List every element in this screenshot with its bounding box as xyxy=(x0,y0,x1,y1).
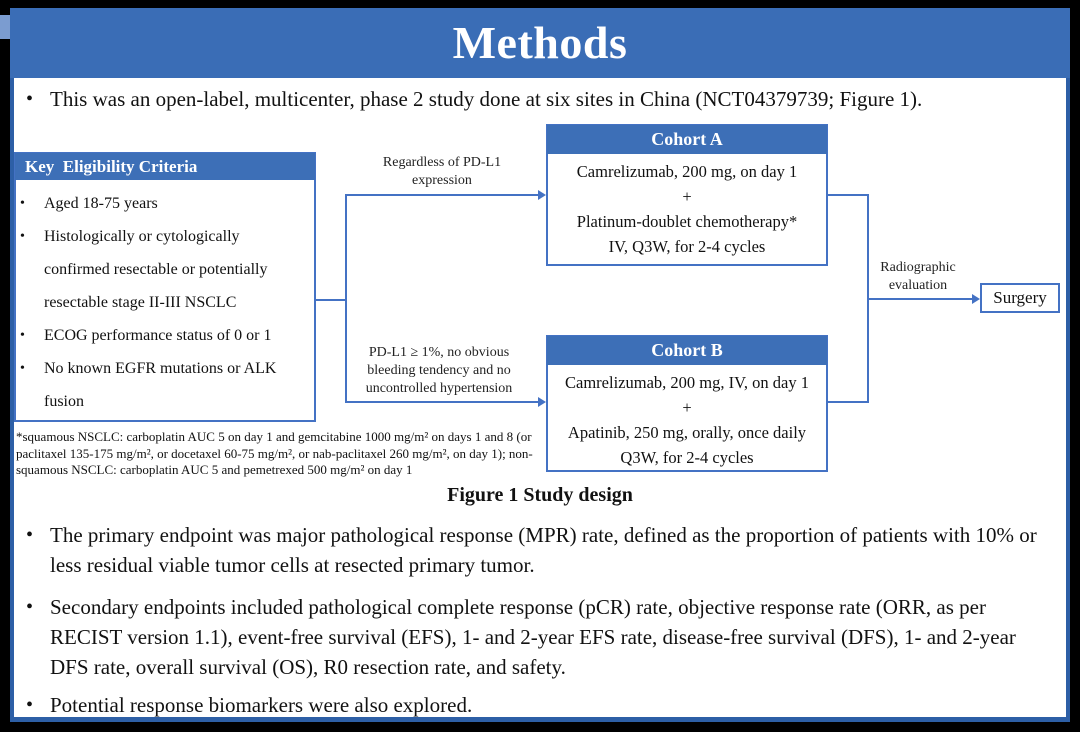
bullet-dot: • xyxy=(26,596,34,618)
surgery-box: Surgery xyxy=(980,283,1060,313)
cohort-a-line: Platinum-doublet chemotherapy* xyxy=(576,212,798,231)
secondary-endpoint-bullet: • Secondary endpoints included pathologi… xyxy=(26,592,1040,682)
connector-line xyxy=(828,401,869,403)
cohort-b-line: + xyxy=(682,398,692,417)
eligibility-item-text: ECOG performance status of 0 or 1 xyxy=(44,327,272,344)
arrowhead-icon xyxy=(972,294,980,304)
arrowhead-icon xyxy=(538,397,546,407)
branch-label-bottom: PD-L1 ≥ 1%, no obvious bleeding tendency… xyxy=(365,345,513,396)
primary-endpoint-text: The primary endpoint was major pathologi… xyxy=(50,523,1037,577)
connector-line xyxy=(345,194,347,403)
bullet-dot: • xyxy=(26,88,34,110)
bullet-dot: • xyxy=(20,229,25,244)
primary-endpoint-bullet: • The primary endpoint was major patholo… xyxy=(26,520,1040,580)
intro-bullet-text: This was an open-label, multicenter, pha… xyxy=(50,87,923,111)
connector-line xyxy=(869,298,972,300)
cohort-b-header: Cohort B xyxy=(547,336,827,365)
cohort-a-header: Cohort A xyxy=(547,125,827,154)
connector-line xyxy=(345,401,538,403)
cohort-a-body: Camrelizumab, 200 mg, on day 1 + Platinu… xyxy=(548,154,826,259)
cohort-a-line: + xyxy=(682,187,692,206)
list-item: • Histologically or cytologically confir… xyxy=(20,220,310,319)
biomarkers-text: Potential response biomarkers were also … xyxy=(50,693,473,717)
list-item: • ECOG performance status of 0 or 1 xyxy=(20,319,310,352)
biomarkers-bullet: • Potential response biomarkers were als… xyxy=(26,690,1040,720)
cohort-b-line: Apatinib, 250 mg, orally, once daily xyxy=(567,423,807,442)
bullet-dot: • xyxy=(20,361,25,376)
cohort-b-body: Camrelizumab, 200 mg, IV, on day 1 + Apa… xyxy=(548,365,826,470)
connector-line xyxy=(867,194,869,403)
connector-line xyxy=(345,194,538,196)
slide-border-left xyxy=(10,78,14,717)
cohort-b-box: Cohort B Camrelizumab, 200 mg, IV, on da… xyxy=(546,335,828,472)
slide-border-right xyxy=(1066,78,1070,717)
list-item: • Aged 18-75 years xyxy=(20,187,310,220)
arrowhead-icon xyxy=(538,190,546,200)
slide-edge-notch xyxy=(0,15,12,39)
connector-line xyxy=(316,299,345,301)
slide: Methods • This was an open-label, multic… xyxy=(10,8,1070,722)
intro-bullet: • This was an open-label, multicenter, p… xyxy=(26,84,1040,114)
eligibility-box: Key Eligibility Criteria • Aged 18-75 ye… xyxy=(14,152,316,422)
eligibility-item-text: No known EGFR mutations or ALK fusion xyxy=(44,360,277,410)
cohort-b-line: Camrelizumab, 200 mg, IV, on day 1 xyxy=(565,373,809,392)
page-title: Methods xyxy=(452,17,628,68)
cohort-a-box: Cohort A Camrelizumab, 200 mg, on day 1 … xyxy=(546,124,828,266)
bullet-dot: • xyxy=(26,524,34,546)
connector-line xyxy=(828,194,869,196)
eligibility-item-text: Histologically or cytologically confirme… xyxy=(44,228,268,311)
eligibility-list: • Aged 18-75 years • Histologically or c… xyxy=(16,180,314,418)
branch-label-top: Regardless of PD-L1 expression xyxy=(382,155,502,188)
surgery-label: Surgery xyxy=(993,288,1047,307)
figure-caption: Figure 1 Study design xyxy=(447,484,633,506)
cohort-a-line: IV, Q3W, for 2-4 cycles xyxy=(608,237,766,256)
cohort-a-line: Camrelizumab, 200 mg, on day 1 xyxy=(576,162,798,181)
secondary-endpoint-text: Secondary endpoints included pathologica… xyxy=(50,595,1016,679)
list-item: • No known EGFR mutations or ALK fusion xyxy=(20,352,310,418)
bullet-dot: • xyxy=(26,694,34,716)
evaluation-label: Radiographic evaluation xyxy=(880,260,956,293)
title-bar: Methods xyxy=(10,8,1070,78)
bullet-dot: • xyxy=(20,328,25,343)
chemo-footnote: *squamous NSCLC: carboplatin AUC 5 on da… xyxy=(16,429,533,477)
slide-border-bottom xyxy=(10,717,1070,722)
bullet-dot: • xyxy=(20,196,25,211)
eligibility-item-text: Aged 18-75 years xyxy=(44,195,158,212)
cohort-b-line: Q3W, for 2-4 cycles xyxy=(620,448,754,467)
eligibility-header: Key Eligibility Criteria xyxy=(15,153,315,180)
